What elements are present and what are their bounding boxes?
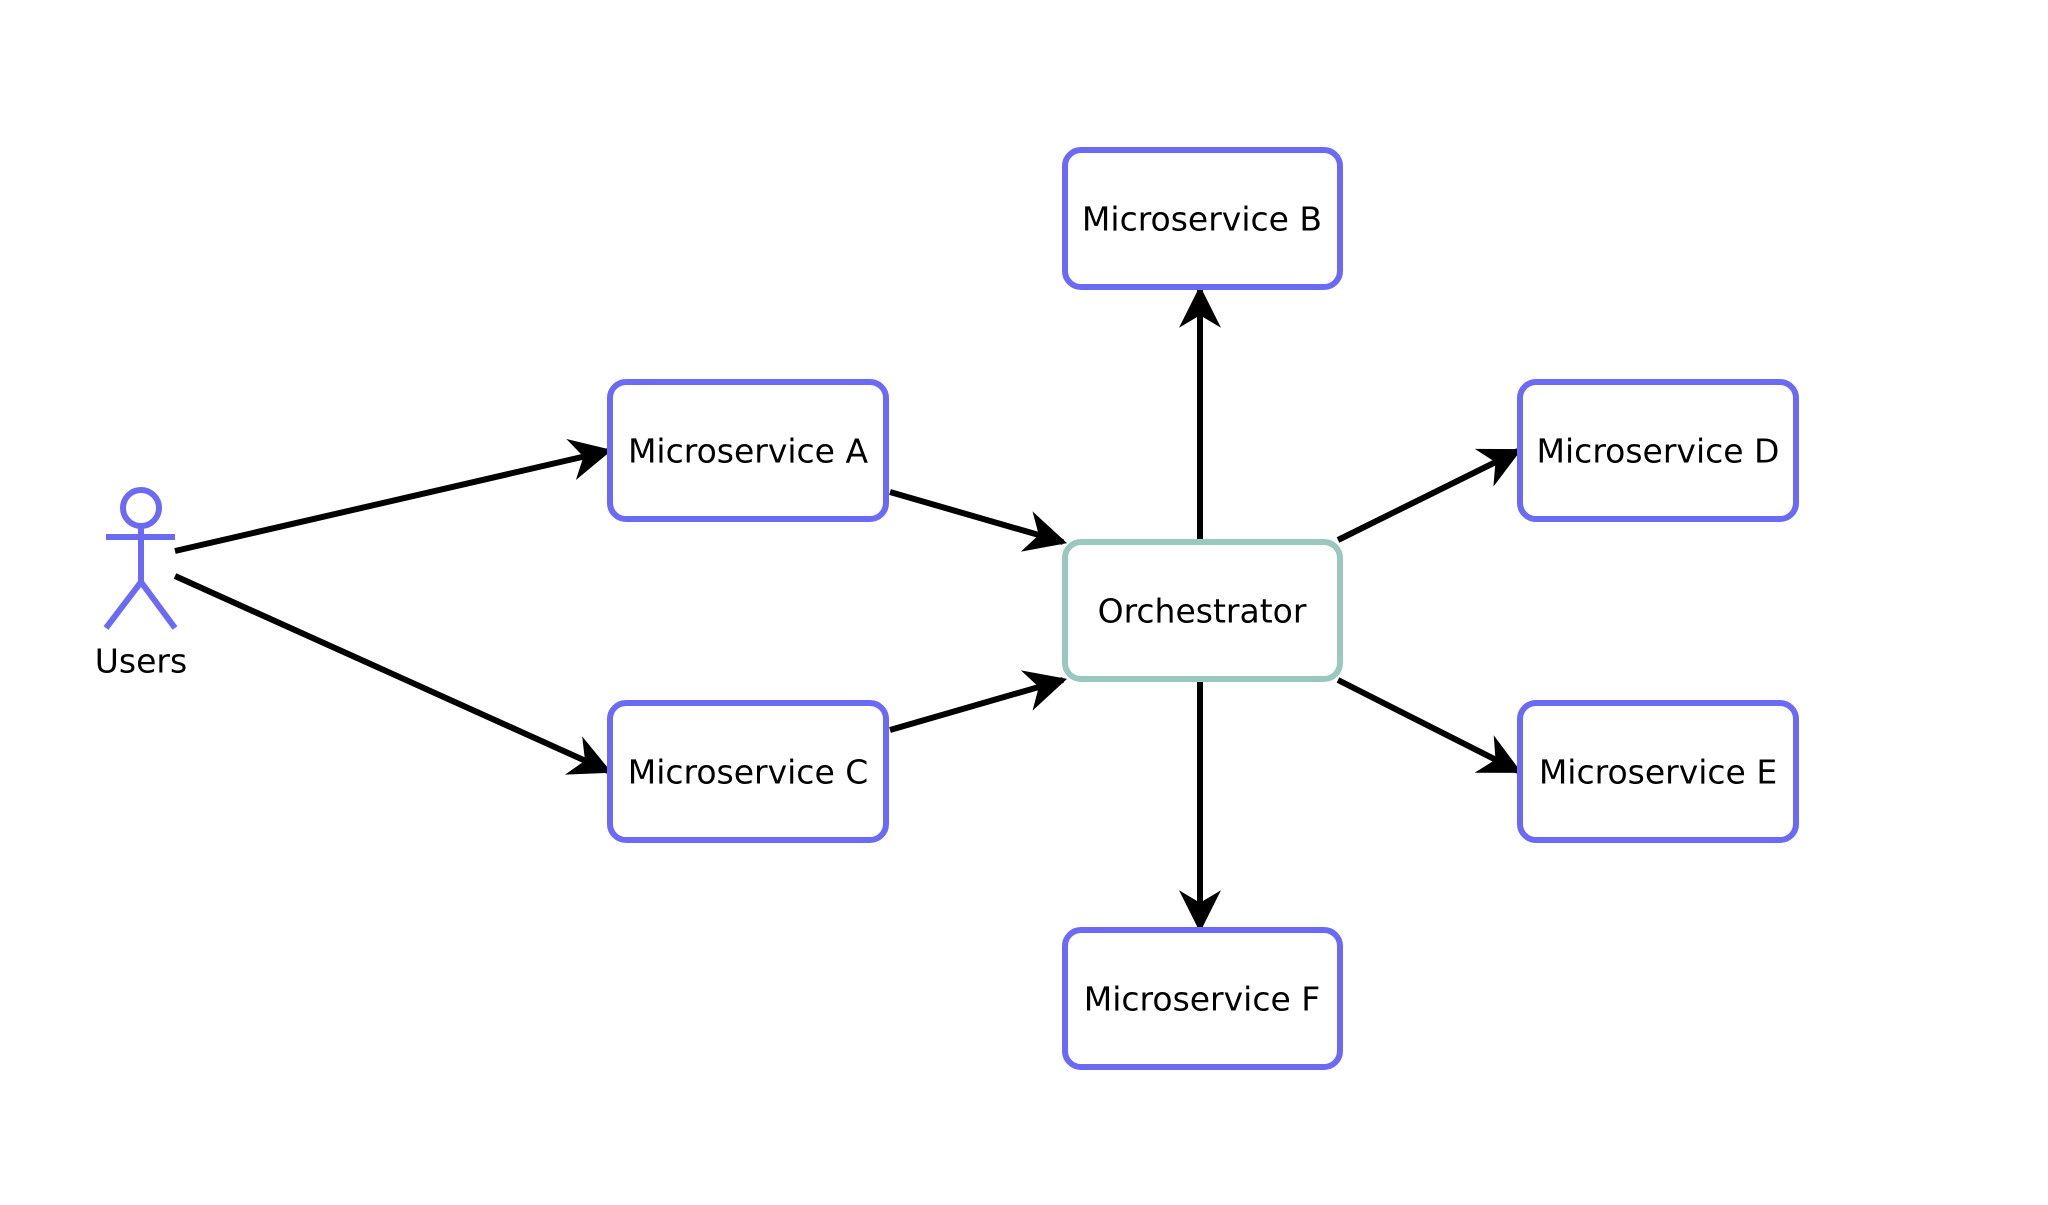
microservice-f-node[interactable]: Microservice F — [1062, 927, 1343, 1070]
edge-orchestrator-to-microservice-d — [1336, 448, 1522, 543]
microservice-a-label: Microservice A — [628, 432, 869, 471]
edges — [173, 285, 1522, 933]
edge-users-to-microservice-a — [174, 439, 613, 554]
edge-microservice-a-to-orchestrator — [889, 489, 1068, 552]
microservice-c-label: Microservice C — [628, 753, 869, 792]
users-label: Users — [95, 642, 187, 681]
microservice-c-node[interactable]: Microservice C — [607, 700, 889, 843]
microservice-b-label: Microservice B — [1082, 200, 1322, 239]
edge-orchestrator-to-microservice-e — [1336, 677, 1522, 774]
edge-microservice-c-to-orchestrator — [889, 670, 1068, 733]
microservice-a-node[interactable]: Microservice A — [607, 379, 889, 522]
microservice-e-node[interactable]: Microservice E — [1517, 700, 1799, 843]
microservice-d-node[interactable]: Microservice D — [1517, 379, 1799, 522]
stick-figure-icon — [103, 487, 178, 630]
users-actor[interactable]: Users — [95, 487, 187, 681]
edge-users-to-microservice-c — [173, 573, 612, 775]
microservice-b-node[interactable]: Microservice B — [1062, 147, 1343, 290]
microservice-e-label: Microservice E — [1539, 753, 1777, 792]
orchestrator-node[interactable]: Orchestrator — [1062, 539, 1343, 682]
microservice-f-label: Microservice F — [1084, 980, 1321, 1019]
orchestrator-label: Orchestrator — [1098, 592, 1307, 631]
microservice-d-label: Microservice D — [1537, 432, 1780, 471]
